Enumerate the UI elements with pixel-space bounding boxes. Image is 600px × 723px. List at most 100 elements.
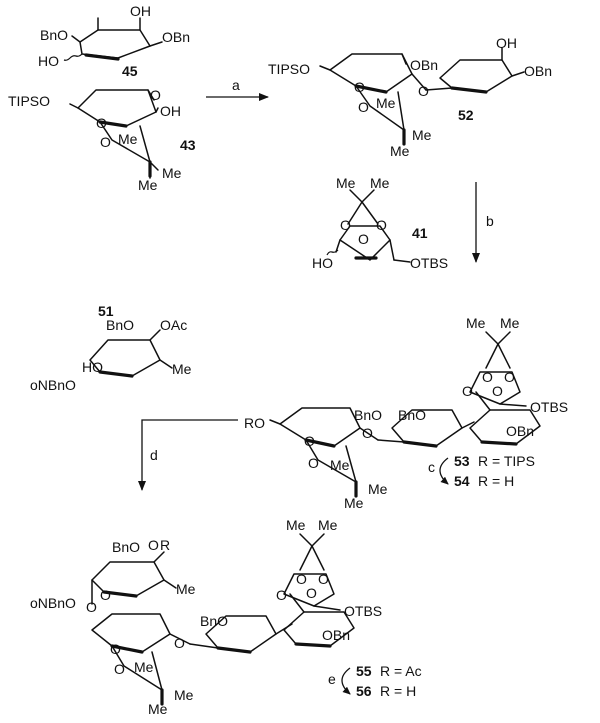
c52-me1: Me [376, 95, 396, 111]
c55-me-a: Me [286, 517, 306, 533]
c55-o-b: O [114, 661, 125, 677]
c45-bno: BnO [40, 27, 68, 43]
c41-o1: O [340, 217, 351, 233]
c52-me2: Me [390, 143, 410, 159]
c51-ho: HO [82, 359, 103, 375]
c53-me-bot1: Me [330, 457, 350, 473]
c45-obn: OBn [162, 29, 190, 45]
compound-51: BnO OAc HO Me oNBnO 51 [30, 303, 192, 393]
c52-number: 52 [458, 107, 474, 123]
c41-number: 41 [412, 225, 428, 241]
c53-ro: RO [244, 415, 265, 431]
c43-me1: Me [118, 131, 138, 147]
c43-me2: Me [138, 177, 158, 193]
reagent-a: a [232, 77, 240, 93]
compound-41: Me Me O O O HO OTBS 41 [312, 175, 448, 271]
label-53-r: R = TIPS [478, 453, 535, 469]
arrow-c [439, 457, 449, 485]
reagent-c: c [428, 459, 435, 475]
c53-o-d: O [462, 383, 473, 399]
c51-number: 51 [98, 303, 114, 319]
c55-o-ring: O [100, 587, 111, 603]
c55-me-b: Me [318, 517, 338, 533]
c51-bno: BnO [106, 317, 134, 333]
c55-o-g: O [306, 585, 317, 601]
compound-55-56: BnO O R Me oNBnO O O BnO OBn OTBS Me Me … [30, 517, 382, 717]
c52-obn2: OBn [524, 63, 552, 79]
c53-obn: OBn [506, 423, 534, 439]
c53-me-bot3: Me [368, 481, 388, 497]
label-55: 55 [356, 663, 372, 679]
compound-45: BnO OH OBn HO 45 [38, 3, 190, 79]
c53-o-f: O [504, 369, 515, 385]
c53-bno1: BnO [354, 407, 382, 423]
c52-o2: O [358, 99, 369, 115]
c43-tipso: TIPSO [8, 93, 50, 109]
c45-ho: HO [38, 53, 59, 69]
c53-o-g: O [492, 383, 503, 399]
c52-o3: O [418, 83, 429, 99]
c43-ring-o: O [150, 87, 161, 103]
c55-r-sub: O [148, 537, 159, 553]
c53-me-top2: Me [500, 315, 520, 331]
c41-ho: HO [312, 255, 333, 271]
label-54-r: R = H [478, 473, 514, 489]
c51-onbno: oNBnO [30, 377, 76, 393]
reagent-e: e [328, 671, 336, 687]
c52-tipso: TIPSO [268, 61, 310, 77]
c53-me-bot2: Me [344, 495, 364, 511]
c55-me-e: Me [174, 687, 194, 703]
c52-oh: OH [496, 35, 517, 51]
c52-obn: OBn [410, 57, 438, 73]
c55-onbno: oNBnO [30, 595, 76, 611]
c55-me-top: Me [176, 581, 196, 597]
c55-r: R [160, 537, 170, 553]
c55-o-e: O [296, 571, 307, 587]
c55-o-link1: O [86, 599, 97, 615]
label-56-r: R = H [380, 683, 416, 699]
label-54: 54 [454, 473, 470, 489]
c53-otbs: OTBS [530, 399, 568, 415]
c55-obn: OBn [322, 627, 350, 643]
label-56: 56 [356, 683, 372, 699]
c52-o1: O [354, 79, 365, 95]
c55-o-a: O [110, 641, 121, 657]
c41-me2: Me [370, 175, 390, 191]
c53-bno2: BnO [398, 407, 426, 423]
c53-o-c: O [362, 425, 373, 441]
c55-bno2: BnO [200, 613, 228, 629]
reagent-d: d [150, 447, 158, 463]
c53-o-a: O [304, 433, 315, 449]
c45-oh: OH [130, 3, 151, 19]
c55-o-d: O [276, 587, 287, 603]
c52-me3: Me [412, 127, 432, 143]
c41-o2: O [376, 217, 387, 233]
c41-o3: O [358, 231, 369, 247]
c41-otbs: OTBS [410, 255, 448, 271]
c53-o-b: O [308, 455, 319, 471]
c51-me: Me [172, 361, 192, 377]
c55-bno: BnO [112, 539, 140, 555]
c43-number: 43 [180, 137, 196, 153]
compound-43: TIPSO OH O O O Me Me Me 43 [8, 87, 196, 193]
c53-o-e: O [482, 369, 493, 385]
c55-otbs: OTBS [344, 603, 382, 619]
label-53: 53 [454, 453, 470, 469]
compound-53-54: RO BnO BnO OBn OTBS Me Me Me Me Me O O O… [244, 315, 568, 511]
arrow-d [138, 419, 238, 491]
c55-o-c: O [174, 635, 185, 651]
c45-number: 45 [122, 63, 138, 79]
c43-o1: O [96, 115, 107, 131]
c55-me-c: Me [134, 659, 154, 675]
c41-me1: Me [336, 175, 356, 191]
c43-oh: OH [160, 103, 181, 119]
c43-me3: Me [162, 165, 182, 181]
compound-52: TIPSO OBn OH OBn O O O Me Me Me 52 [268, 35, 552, 159]
c51-oac: OAc [160, 317, 187, 333]
c55-o-f: O [318, 571, 329, 587]
c55-me-d: Me [148, 701, 168, 717]
arrow-e [341, 667, 351, 695]
c43-o2: O [100, 134, 111, 150]
label-55-r: R = Ac [380, 663, 422, 679]
